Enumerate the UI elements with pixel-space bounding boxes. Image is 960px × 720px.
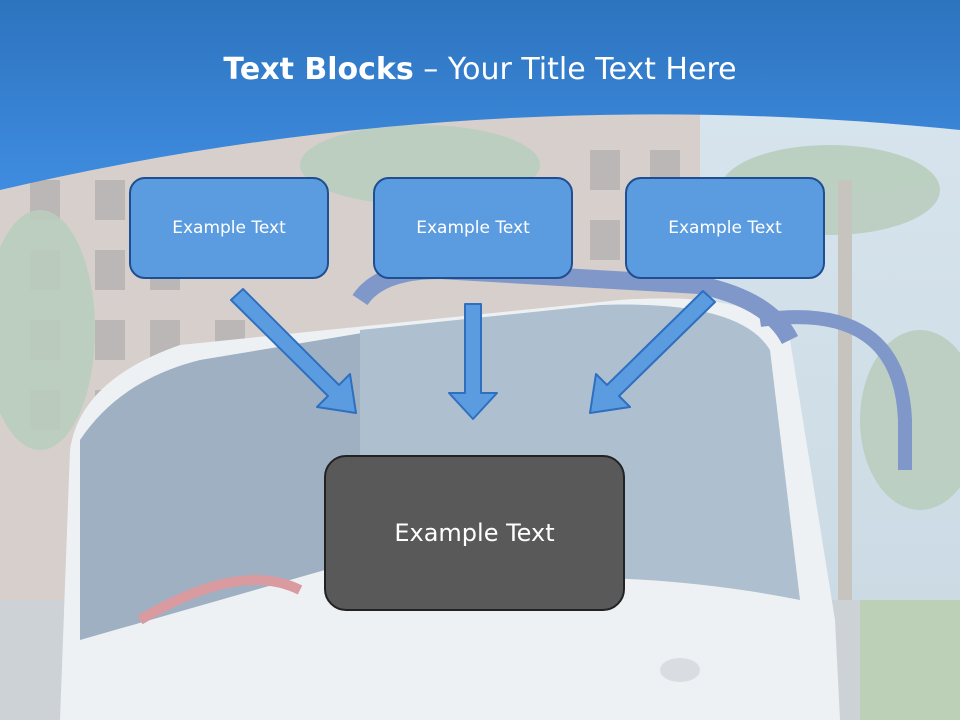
arrow-down-icon [448,303,498,420]
main-text-block[interactable]: Example Text [324,455,625,611]
text-block-2-label: Example Text [416,218,530,238]
arrow-down-left-icon [589,290,716,414]
title-bold-part: Text Blocks [223,52,414,87]
slide-title: Text Blocks – Your Title Text Here [0,52,960,87]
arrow-down-right-icon [230,288,357,414]
text-block-1[interactable]: Example Text [129,177,329,279]
text-block-3-label: Example Text [668,218,782,238]
text-block-3[interactable]: Example Text [625,177,825,279]
text-block-2[interactable]: Example Text [373,177,573,279]
title-separator: – [413,52,448,87]
main-text-block-label: Example Text [394,519,555,547]
title-rest: Your Title Text Here [447,52,737,87]
text-block-1-label: Example Text [172,218,286,238]
